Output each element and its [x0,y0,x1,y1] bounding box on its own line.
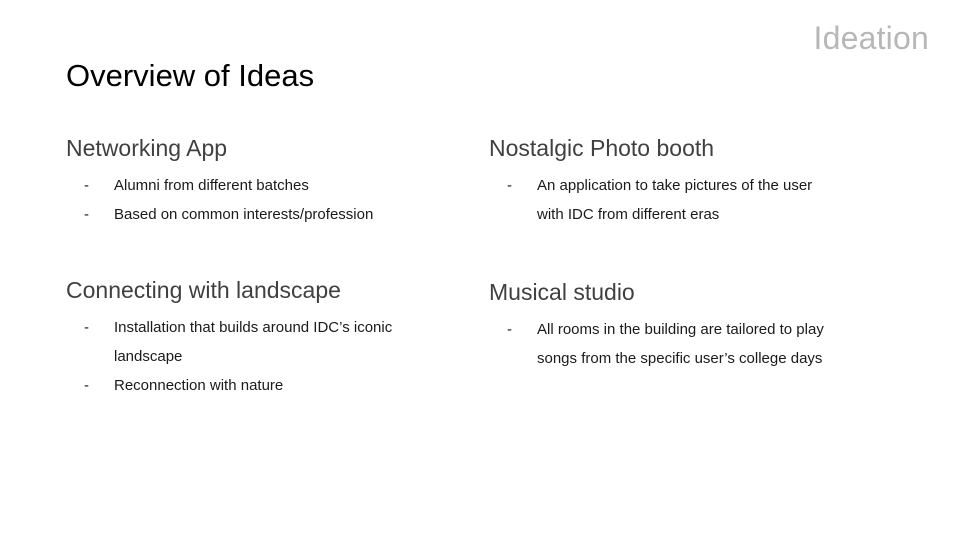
bullet-marker: - [507,321,512,338]
section-nostalgic-photo-booth: Nostalgic Photo booth - An application t… [489,133,829,229]
bullet-marker: - [84,206,89,223]
section-connecting-with-landscape: Connecting with landscape - Installation… [66,275,396,400]
bullet-marker: - [84,177,89,194]
bullet-text: Alumni from different batches [114,177,309,194]
bullet-marker: - [84,319,89,336]
bullet-item: - Alumni from different batches [66,171,406,200]
bullet-item: - An application to take pictures of the… [489,171,829,229]
bullet-text: Based on common interests/profession [114,206,374,223]
bullet-text: Reconnection with nature [114,377,284,394]
bullet-item: - Installation that builds around IDC’s … [66,313,396,371]
section-heading: Nostalgic Photo booth [489,135,715,161]
bullet-list: - An application to take pictures of the… [489,171,829,229]
bullet-text: Installation that builds around IDC’s ic… [114,319,393,365]
bullet-list: - Installation that builds around IDC’s … [66,313,396,400]
slide-title: Overview of Ideas [66,58,315,93]
section-networking-app: Networking App - Alumni from different b… [66,133,406,229]
section-heading: Musical studio [489,279,635,305]
bullet-item: - All rooms in the building are tailored… [489,315,834,373]
section-heading: Networking App [66,135,228,161]
bullet-list: - All rooms in the building are tailored… [489,315,834,373]
bullet-item: - Based on common interests/profession [66,200,406,229]
bullet-text: All rooms in the building are tailored t… [537,321,824,367]
bullet-text: An application to take pictures of the u… [537,177,813,223]
bullet-item: - Reconnection with nature [66,371,396,400]
section-heading: Connecting with landscape [66,277,341,303]
bullet-marker: - [507,177,512,194]
bullet-marker: - [84,377,89,394]
slide-label: Ideation [813,20,929,56]
bullet-list: - Alumni from different batches - Based … [66,171,406,229]
section-musical-studio: Musical studio - All rooms in the buildi… [489,277,834,373]
